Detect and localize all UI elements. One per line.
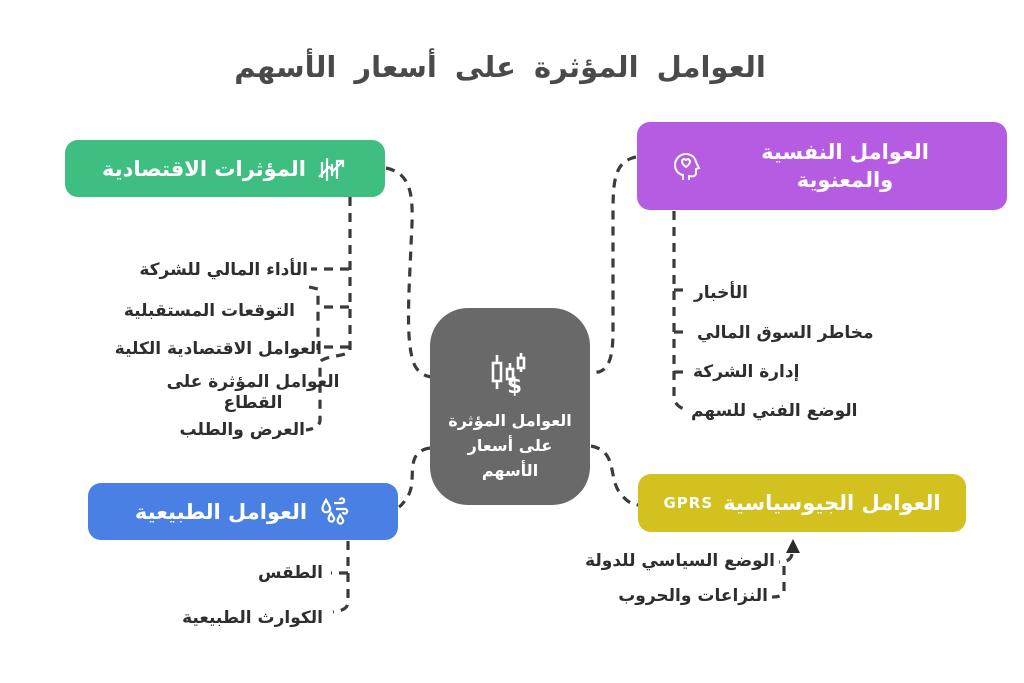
diagram-title: العوامل المؤثرة على أسعار الأسهم — [234, 50, 766, 84]
rain-drops-icon — [317, 495, 351, 529]
leaf-economic-1: التوقعات المستقبلية — [123, 301, 295, 321]
candlestick-dollar-icon: $ — [481, 343, 539, 405]
gprs-icon: GPRS — [663, 494, 714, 512]
leaf-economic-3: العوامل المؤثرة على القطاع — [166, 371, 340, 413]
geopolitical-subtree-line — [771, 553, 794, 599]
leaf-economic-0: الأداء المالي للشركة — [139, 260, 308, 280]
branch-geopolitical-label: العوامل الجيوسياسية — [723, 491, 941, 515]
leaf-natural-1: الكوارث الطبيعية — [182, 608, 323, 628]
branch-psychological: العوامل النفسية والمعنوية — [637, 122, 1007, 210]
psychological-subtree-line — [672, 211, 690, 412]
head-heart-icon — [669, 148, 705, 184]
leaf-natural-0: الطقس — [257, 563, 323, 583]
connector-psychological-center — [592, 155, 637, 374]
center-node-label: العوامل المؤثرة على أسعار الأسهم — [448, 411, 572, 480]
leaf-psychological-1: مخاطر السوق المالي — [697, 323, 874, 343]
leaf-economic-4: العرض والطلب — [179, 420, 305, 440]
trending-chart-icon — [316, 153, 348, 185]
leaf-psychological-3: الوضع الفني للسهم — [691, 401, 858, 421]
connector-center-geopolitical — [590, 444, 640, 507]
branch-economic-label: المؤثرات الاقتصادية — [101, 156, 307, 181]
branch-psychological-label: العوامل النفسية والمعنوية — [761, 139, 929, 192]
connector-center-natural — [398, 446, 431, 509]
leaf-economic-2: العوامل الاقتصادية الكلية — [114, 339, 322, 359]
leaf-geopolitical-1: النزاعات والحروب — [618, 586, 768, 606]
center-node: $ العوامل المؤثرة على أسعار الأسهم — [430, 308, 590, 505]
leaf-geopolitical-0: الوضع السياسي للدولة — [585, 551, 775, 571]
leaf-psychological-0: الأخبار — [694, 283, 748, 303]
natural-subtree-line — [332, 541, 350, 614]
svg-text:$: $ — [507, 374, 522, 398]
geopolitical-arrowhead — [786, 539, 800, 553]
economic-inner-line — [308, 285, 320, 350]
leaf-psychological-2: إدارة الشركة — [693, 362, 800, 382]
branch-geopolitical: العوامل الجيوسياسية GPRS — [638, 474, 966, 532]
branch-natural: العوامل الطبيعية — [88, 483, 398, 540]
connector-economic-center — [385, 166, 432, 379]
branch-natural-label: العوامل الطبيعية — [134, 499, 308, 524]
branch-economic: المؤثرات الاقتصادية — [65, 140, 385, 197]
